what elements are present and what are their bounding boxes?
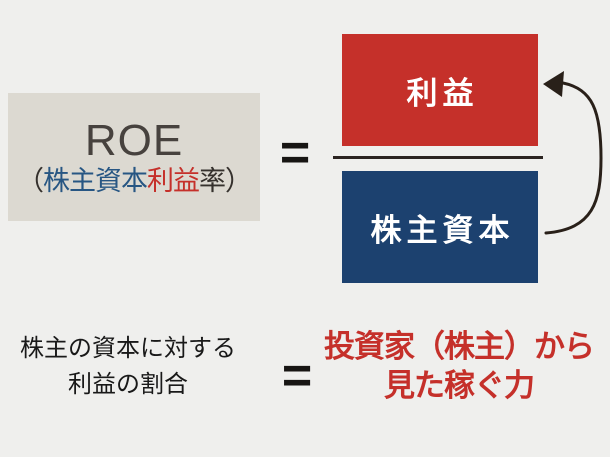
- numerator-box: 利益: [342, 34, 538, 146]
- subtitle-shareholder-equity: 株主資本: [43, 165, 148, 196]
- equals-sign-bottom: =: [281, 347, 313, 405]
- denominator-box: 株主資本: [342, 171, 538, 283]
- equals-sign-top: =: [279, 124, 311, 182]
- summary-left-line1: 株主の資本に対する: [20, 335, 236, 362]
- summary-left-text: 株主の資本に対する 利益の割合: [5, 331, 251, 403]
- subtitle-rate-close-paren: 率）: [199, 165, 252, 196]
- numerator-label: 利益: [406, 75, 479, 111]
- denominator-label: 株主資本: [370, 212, 515, 248]
- summary-right-text: 投資家（株主）から 見た稼ぐ力: [316, 327, 602, 405]
- fraction-bar: [333, 156, 543, 159]
- roe-subtitle: （株主資本利益率）: [17, 165, 252, 196]
- summary-right-line1: 投資家（株主）から: [324, 329, 595, 364]
- subtitle-profit: 利益: [147, 165, 200, 196]
- subtitle-open-paren: （: [17, 165, 44, 196]
- summary-left-line2: 利益の割合: [68, 371, 188, 398]
- roe-title: ROE: [84, 115, 184, 165]
- definition-panel: ROE （株主資本利益率）: [8, 93, 260, 221]
- summary-right-line2: 見た稼ぐ力: [384, 368, 535, 403]
